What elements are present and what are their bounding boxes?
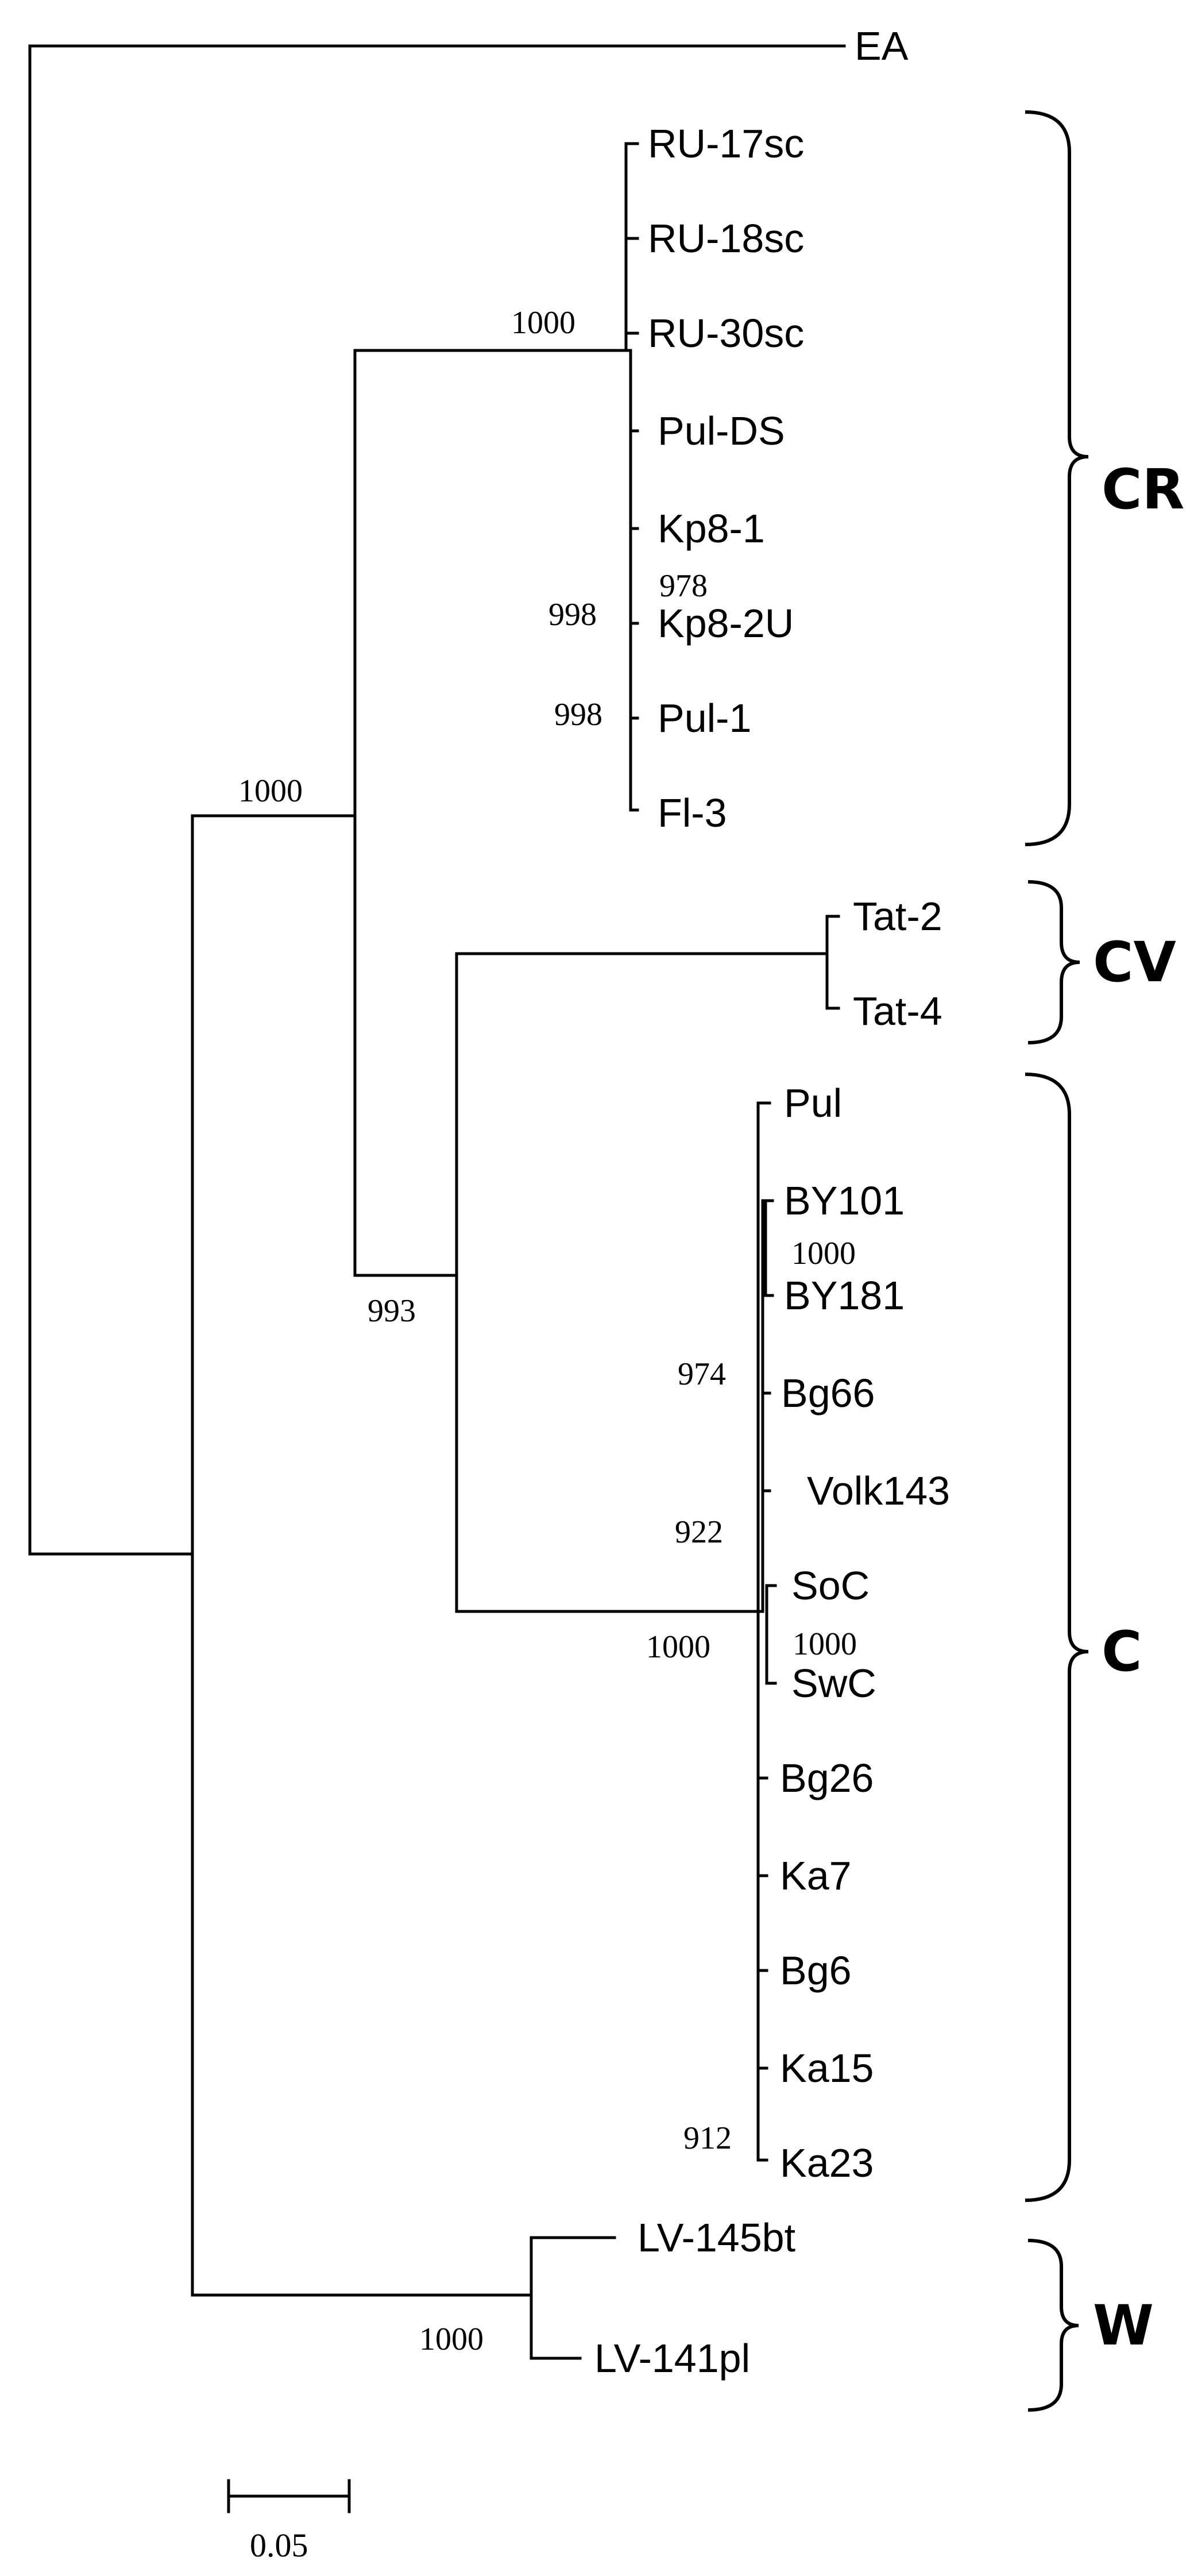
leaf-label: Pul-1 [658, 696, 751, 741]
clade-label-cr: CR [1102, 457, 1184, 522]
leaf-label: SwC [791, 1661, 876, 1706]
leaf-label: Tat-4 [853, 989, 942, 1034]
bootstrap-value: 912 [683, 2120, 732, 2156]
leaf-label: SoC [791, 1563, 870, 1608]
leaf-label: RU-30sc [648, 311, 804, 356]
clade-label-w: W [1093, 2293, 1154, 2358]
leaf-label: Pul [784, 1081, 842, 1125]
clade-brackets [1025, 110, 1089, 2412]
bootstrap-value: 998 [554, 697, 602, 732]
leaf-label: Kp8-2U [658, 601, 794, 646]
scale-bar: 0.05 [227, 2479, 351, 2564]
clade-bracket-c [1025, 1073, 1089, 2202]
leaf-label: Fl-3 [658, 790, 727, 835]
leaf-label: EA [855, 24, 909, 68]
bootstrap-value: 1000 [419, 2322, 484, 2357]
leaf-label: Volk143 [807, 1468, 950, 1513]
bootstrap-value: 1000 [791, 1236, 856, 1271]
leaf-label: Bg6 [780, 1948, 852, 1993]
clade-bracket-cv [1027, 880, 1080, 1044]
bootstrap-values: 1000 978 998 998 1000 1000 974 922 1000 … [238, 305, 857, 2357]
leaf-label: Kp8-1 [658, 506, 765, 551]
leaf-label: LV-141pl [594, 2336, 750, 2381]
clade-label-cv: CV [1093, 930, 1176, 994]
clade-labels: CR CV C W [1093, 457, 1184, 2358]
clade-bracket-w [1027, 2239, 1079, 2412]
bootstrap-value: 1000 [238, 773, 303, 809]
leaf-label: Tat-2 [853, 894, 942, 939]
leaf-label: Ka15 [780, 2046, 874, 2091]
clade-label-c: C [1102, 1619, 1142, 1684]
leaf-label: RU-17sc [648, 121, 804, 166]
leaf-label: Pul-DS [658, 408, 785, 453]
tree-branches [28, 44, 846, 2360]
bootstrap-value: 1000 [646, 1629, 710, 1665]
leaf-label: Bg66 [781, 1371, 875, 1416]
leaf-label: LV-145bt [638, 2215, 795, 2260]
bootstrap-value: 1000 [793, 1626, 857, 1662]
bootstrap-value: 993 [368, 1293, 416, 1329]
leaf-label: BY101 [784, 1178, 905, 1223]
leaf-label: Ka23 [780, 2141, 874, 2185]
leaf-labels: EA RU-17sc RU-18sc RU-30sc Pul-DS Kp8-1 … [594, 24, 950, 2381]
bootstrap-value: 922 [675, 1514, 723, 1550]
leaf-label: RU-18sc [648, 216, 804, 261]
bootstrap-value: 974 [678, 1356, 726, 1392]
bootstrap-value: 1000 [511, 305, 575, 341]
clade-bracket-cr [1025, 110, 1089, 846]
leaf-label: Ka7 [780, 1853, 852, 1898]
bootstrap-value: 998 [548, 597, 597, 633]
leaf-label: Bg26 [780, 1756, 874, 1800]
bootstrap-value: 978 [659, 568, 708, 604]
leaf-label: BY181 [784, 1273, 905, 1318]
scale-bar-label: 0.05 [250, 2527, 308, 2564]
